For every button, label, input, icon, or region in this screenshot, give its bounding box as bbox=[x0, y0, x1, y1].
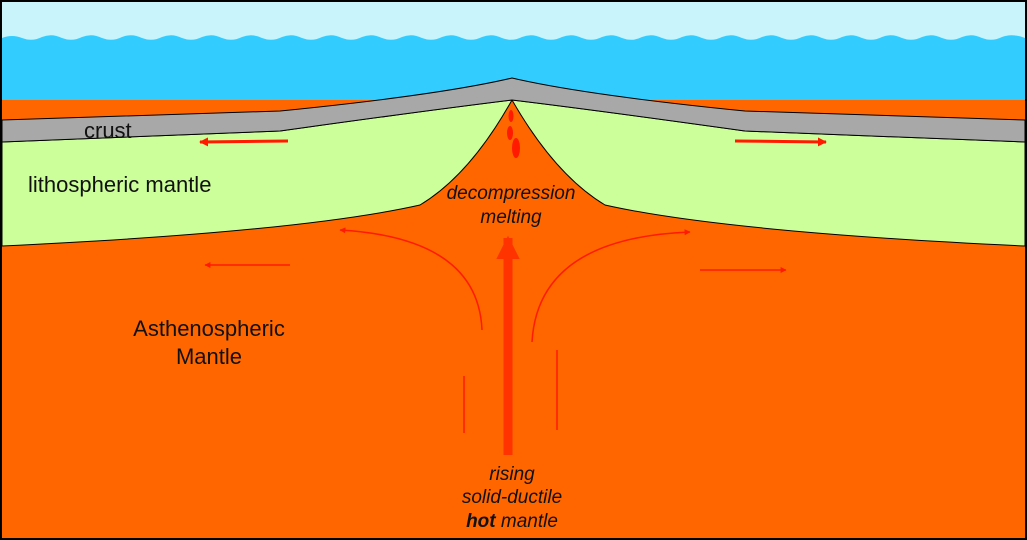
melt-droplet bbox=[508, 110, 514, 122]
melt-droplet bbox=[507, 126, 513, 140]
label-hot-mantle: hot mantle bbox=[466, 511, 558, 532]
label-mantle: Mantle bbox=[176, 344, 242, 369]
curved-flow-arrow-right bbox=[531, 229, 691, 343]
melt-droplet bbox=[512, 138, 520, 158]
crust-arrow-left bbox=[199, 137, 289, 147]
label-rising: rising bbox=[489, 464, 535, 485]
curved-flow-arrow-left bbox=[339, 227, 483, 331]
label-melting: melting bbox=[480, 207, 542, 228]
crust bbox=[1, 77, 1026, 143]
label-hot: hot bbox=[466, 511, 496, 532]
label-crust: crust bbox=[84, 118, 132, 143]
label-mantle-suffix: mantle bbox=[496, 511, 558, 532]
label-solid-ductile: solid-ductile bbox=[462, 487, 562, 508]
label-asthenospheric: Asthenospheric bbox=[133, 316, 285, 341]
crust-arrow-right bbox=[734, 137, 827, 147]
label-decompression: decompression bbox=[447, 183, 576, 204]
label-lithospheric-mantle: lithospheric mantle bbox=[28, 172, 211, 197]
